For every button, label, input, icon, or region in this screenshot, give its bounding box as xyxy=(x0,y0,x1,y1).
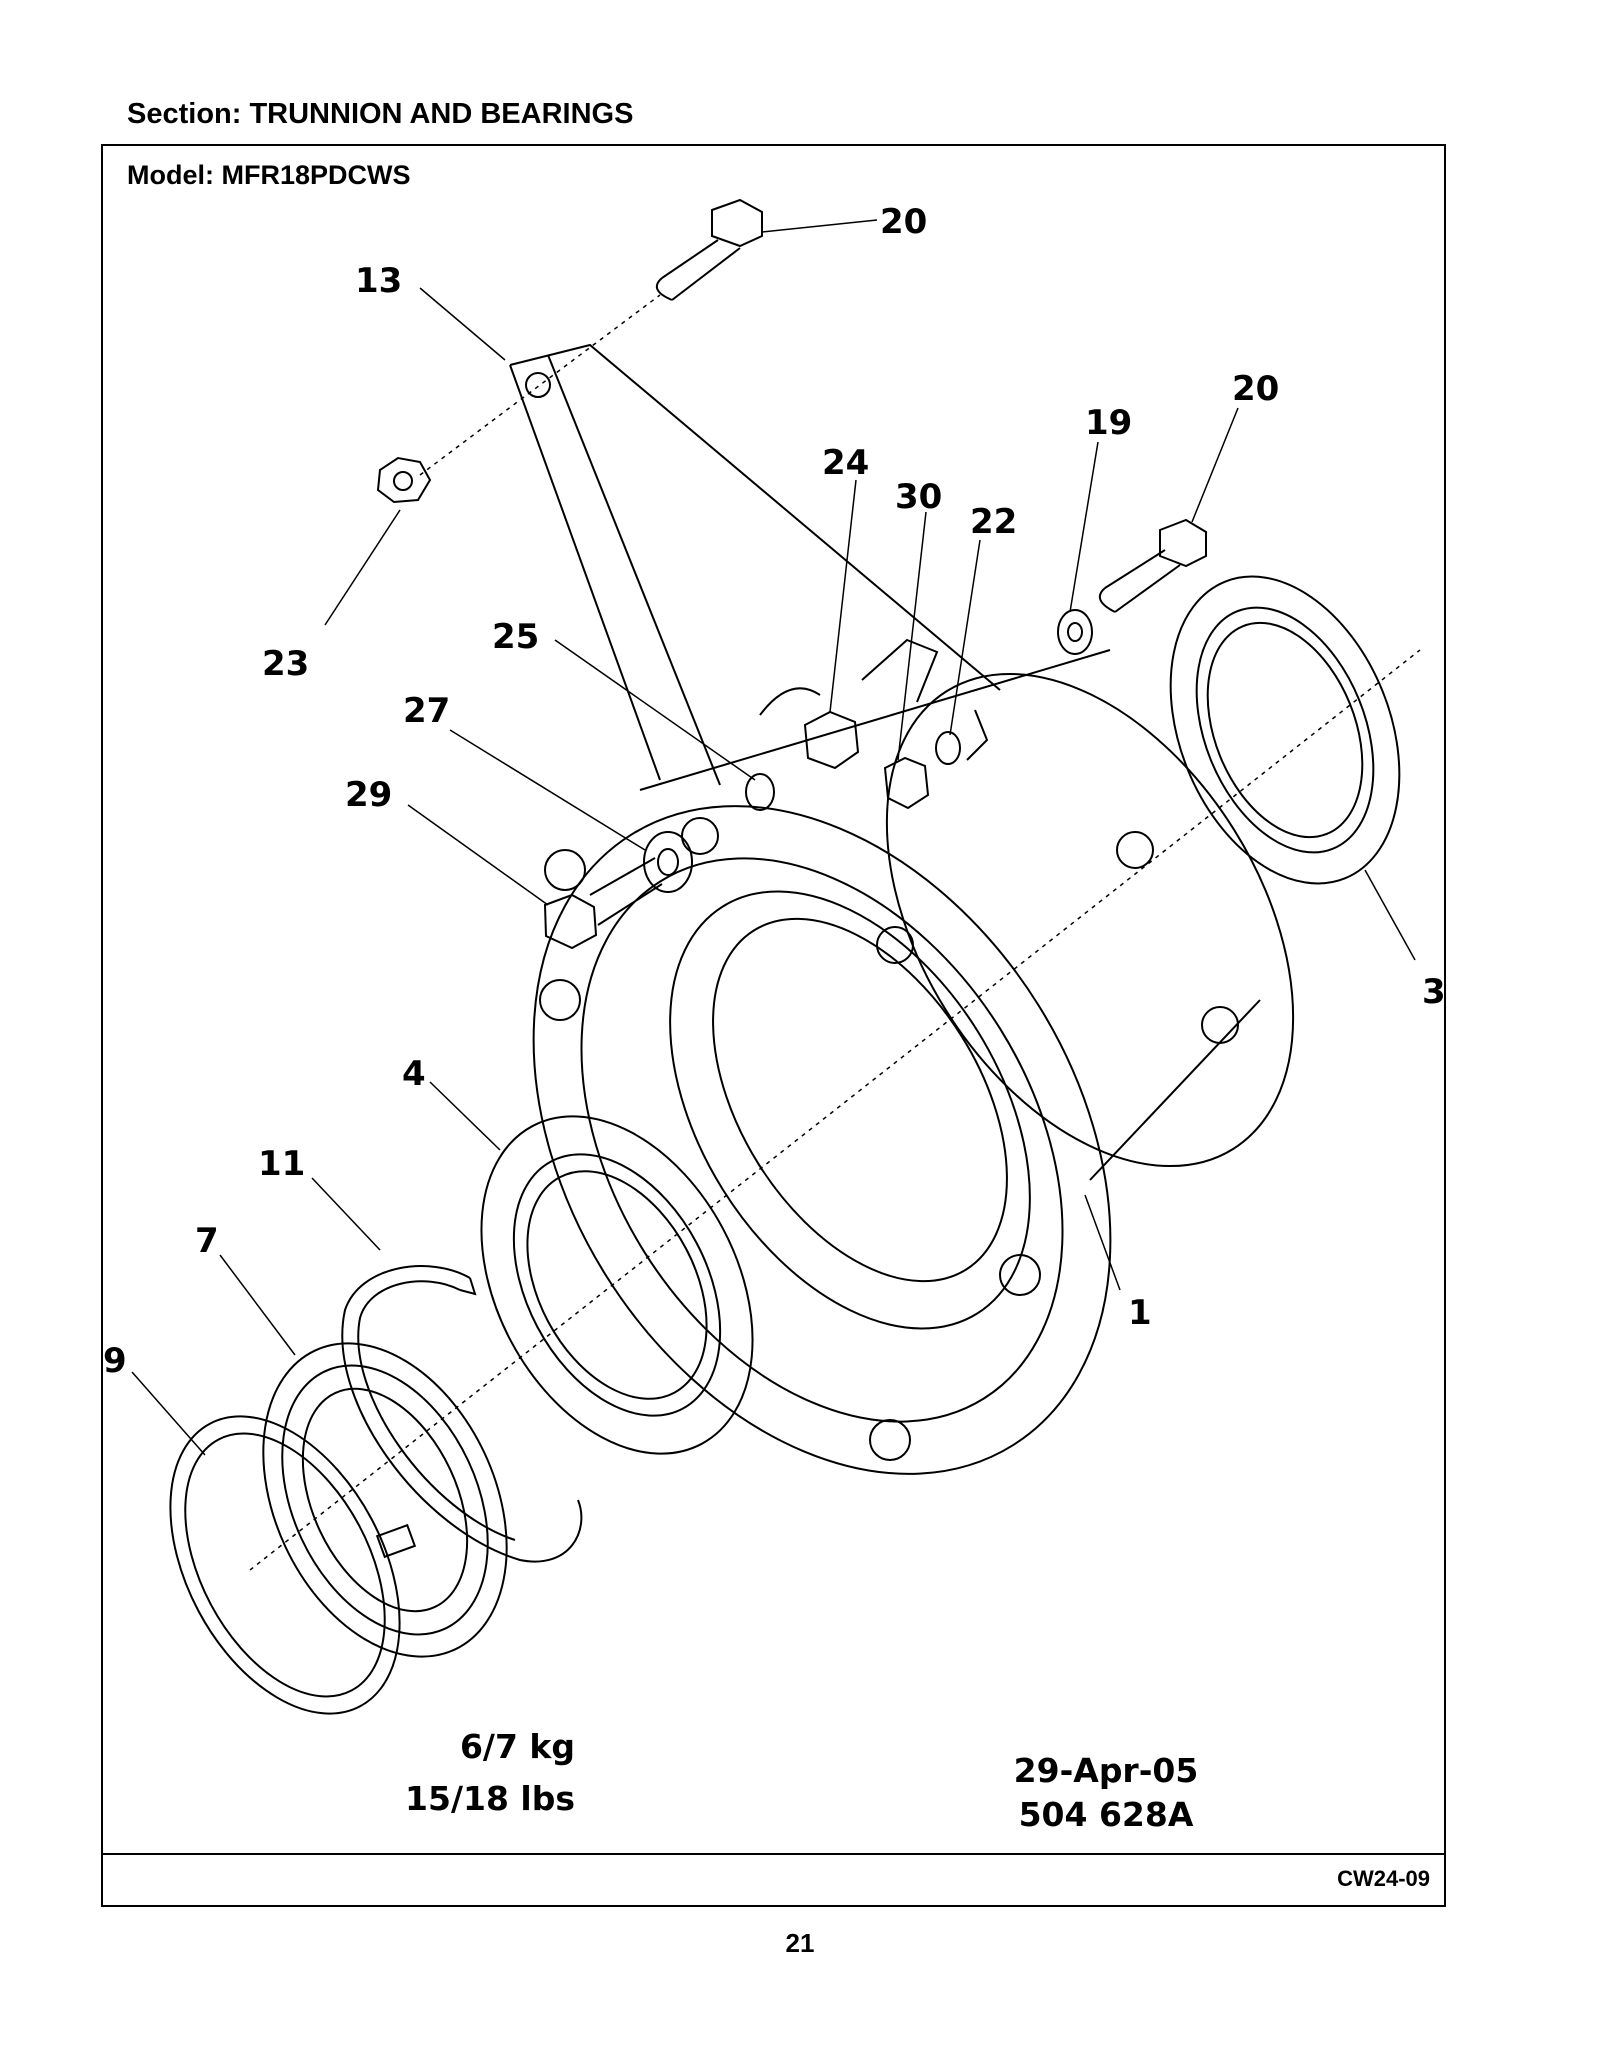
lock-nut-part xyxy=(376,456,432,504)
callout-25: 25 xyxy=(492,617,539,657)
callout-20-right: 20 xyxy=(1232,369,1279,409)
upper-bolt-part xyxy=(655,198,763,301)
callout-19: 19 xyxy=(1085,403,1132,443)
drawing-info: 6/7 kg 15/18 lbs 29-Apr-05 504 628A xyxy=(405,1727,1198,1834)
fastener-cluster xyxy=(745,687,989,811)
callout-7: 7 xyxy=(195,1221,219,1261)
callout-20-upper: 20 xyxy=(880,202,927,242)
footer-code: CW24-09 xyxy=(1337,1866,1430,1891)
bracket-arm-part xyxy=(509,343,1001,786)
page-number: 21 xyxy=(785,1928,815,1958)
callout-9: 9 xyxy=(103,1341,127,1381)
drawing-frame xyxy=(101,144,1446,1907)
seal-7-part xyxy=(262,1342,508,1658)
callout-13: 13 xyxy=(355,261,402,301)
callout-27: 27 xyxy=(403,691,450,731)
callout-30: 30 xyxy=(895,477,942,517)
callout-23: 23 xyxy=(262,644,309,684)
bearing-4-part xyxy=(480,1115,754,1455)
callout-22: 22 xyxy=(970,502,1017,542)
leader-lines xyxy=(131,219,1416,1456)
callout-11: 11 xyxy=(258,1144,305,1184)
footer-divider xyxy=(101,1853,1446,1855)
weight-kg: 6/7 kg xyxy=(460,1727,575,1766)
callout-3: 3 xyxy=(1422,972,1446,1012)
bolt-29-part xyxy=(543,831,693,950)
callout-labels: 20 13 20 19 24 30 22 23 25 27 29 3 4 11 … xyxy=(103,202,1446,1381)
callout-29: 29 xyxy=(345,775,392,815)
weight-lbs: 15/18 lbs xyxy=(405,1779,575,1818)
callout-1: 1 xyxy=(1128,1293,1152,1333)
seal-3-part xyxy=(1169,575,1401,885)
drawing-number: 504 628A xyxy=(1019,1795,1194,1834)
callout-4: 4 xyxy=(402,1054,426,1094)
housing-part xyxy=(532,649,1295,1475)
section-title: Section: TRUNNION AND BEARINGS xyxy=(127,98,634,130)
model-title: Model: MFR18PDCWS xyxy=(127,160,411,190)
callout-24: 24 xyxy=(822,443,869,483)
right-bolt-part xyxy=(1057,518,1207,655)
drawing-date: 29-Apr-05 xyxy=(1014,1751,1199,1790)
ring-9-part xyxy=(169,1415,401,1715)
